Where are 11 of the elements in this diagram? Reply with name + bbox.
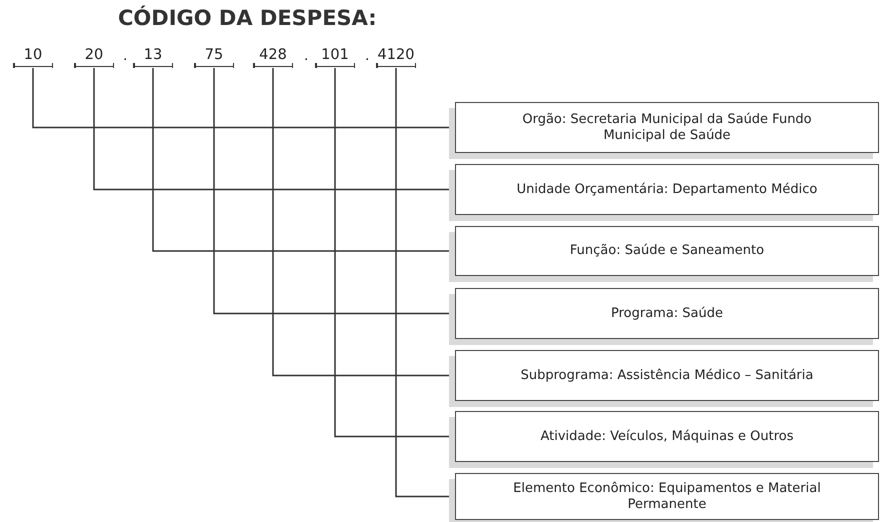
separator-dot: . [123,48,128,64]
code-segment: 101 [315,44,355,67]
code-segment: 428 [253,44,293,67]
code-segment: 75 [194,44,234,67]
code-segment: 20 [74,44,114,67]
code-segment: 4120 [376,44,416,67]
code-segment: 13 [133,44,173,67]
separator-dot: . [304,48,308,64]
diagram-title: CÓDIGO DA DESPESA: [118,6,377,30]
separator-dot: . [365,48,370,64]
code-segment: 10 [13,44,53,67]
